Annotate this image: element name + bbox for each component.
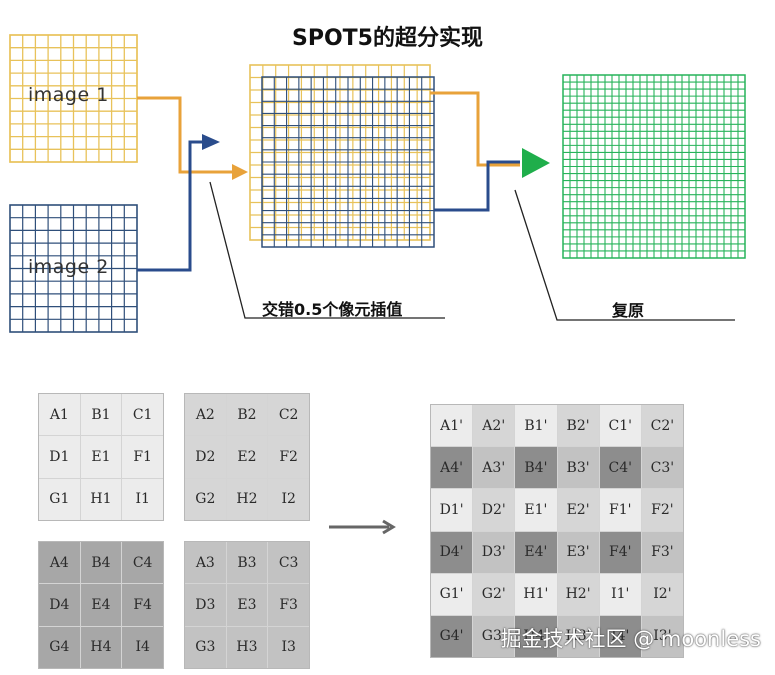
result-cell: A2' [473, 405, 515, 447]
grid-cell: E3 [226, 584, 268, 626]
grid-cell: E4 [80, 584, 122, 626]
grid-cell: A2 [185, 394, 226, 436]
restore-callout-line [514, 189, 735, 321]
result-cell: E1' [515, 489, 557, 531]
result-cell: G4' [431, 615, 473, 657]
grid-cell: I4 [122, 626, 163, 668]
result-cell: D4' [431, 531, 473, 573]
result-cell: B1' [515, 405, 557, 447]
grid-cell: A1 [39, 394, 80, 436]
result-cell: C4' [599, 447, 641, 489]
restored-grid [562, 74, 746, 259]
grid-cell: F2 [268, 436, 309, 478]
grid-cell: C4 [122, 542, 163, 584]
interp-label: 交错0.5个像元插值 [262, 300, 403, 319]
result-cell: G1' [431, 573, 473, 615]
grid-cell: F4 [122, 584, 163, 626]
result-cell: H1' [515, 573, 557, 615]
merged-grid [249, 64, 435, 248]
grid-cell: C3 [268, 542, 309, 584]
grid-cell: D3 [185, 584, 226, 626]
image1-label: image 1 [28, 84, 109, 106]
grid-cell: B4 [80, 542, 122, 584]
result-cell: F2' [641, 489, 683, 531]
grid-cell: I2 [268, 478, 309, 520]
restore-label: 复原 [612, 301, 645, 320]
grid-cell: F3 [268, 584, 309, 626]
grid-cell: G4 [39, 626, 80, 668]
result-cell: B4' [515, 447, 557, 489]
result-cell: I4' [599, 615, 641, 657]
result-cell: C2' [641, 405, 683, 447]
result-cell: I3' [641, 615, 683, 657]
result-cell: F3' [641, 531, 683, 573]
result-cell: C3' [641, 447, 683, 489]
image1-grid [9, 34, 138, 163]
result-cell: A3' [473, 447, 515, 489]
result-cell: D1' [431, 489, 473, 531]
interp-callout-line [209, 181, 445, 319]
result-cell: G3' [473, 615, 515, 657]
grid-cell: I1 [122, 478, 163, 520]
result-cell: H2' [557, 573, 599, 615]
grid-cell: C2 [268, 394, 309, 436]
super-resolution-diagram [9, 34, 746, 333]
grid-cell: E2 [226, 436, 268, 478]
result-cell: F1' [599, 489, 641, 531]
right-arrow-icon [329, 519, 396, 535]
result-cell: D3' [473, 531, 515, 573]
grid-cell: H1 [80, 478, 122, 520]
grid-cell: E1 [80, 436, 122, 478]
result-cell: F4' [599, 531, 641, 573]
result-cell: E3' [557, 531, 599, 573]
grid-cell: H2 [226, 478, 268, 520]
grid-cell: D4 [39, 584, 80, 626]
watermark: 掘金技术社区 @ moonless [500, 627, 761, 651]
grid-cell: B3 [226, 542, 268, 584]
grid-cell: B2 [226, 394, 268, 436]
grid-cell: H3 [226, 626, 268, 668]
result-cell: I2' [641, 573, 683, 615]
image2-label: image 2 [28, 256, 109, 278]
result-grid: A1'A2'B1'B2'C1'C2' A4'A3'B4'B3'C4'C3' D1'D… [430, 404, 684, 658]
result-cell: A4' [431, 447, 473, 489]
grid-cell: G1 [39, 478, 80, 520]
result-cell: C1' [599, 405, 641, 447]
result-cell: E2' [557, 489, 599, 531]
grid-cell: G2 [185, 478, 226, 520]
result-cell: E4' [515, 531, 557, 573]
grid-cell: I3 [268, 626, 309, 668]
grid-cell: A3 [185, 542, 226, 584]
grid-cell: D1 [39, 436, 80, 478]
grid-cell: A4 [39, 542, 80, 584]
grid-cell: B1 [80, 394, 122, 436]
arrows [137, 91, 550, 272]
grid-cell: H4 [80, 626, 122, 668]
grid-cell: G3 [185, 626, 226, 668]
grid-cell: C1 [122, 394, 163, 436]
result-cell: I1' [599, 573, 641, 615]
result-cell: A1' [431, 405, 473, 447]
result-cell: H4' [515, 615, 557, 657]
grid-cell: F1 [122, 436, 163, 478]
result-cell: H3' [557, 615, 599, 657]
result-cell: B3' [557, 447, 599, 489]
image2-grid [9, 204, 138, 333]
result-cell: D2' [473, 489, 515, 531]
diagram-title: SPOT5的超分实现 [292, 26, 483, 51]
grid-cell: D2 [185, 436, 226, 478]
result-cell: B2' [557, 405, 599, 447]
result-cell: G2' [473, 573, 515, 615]
